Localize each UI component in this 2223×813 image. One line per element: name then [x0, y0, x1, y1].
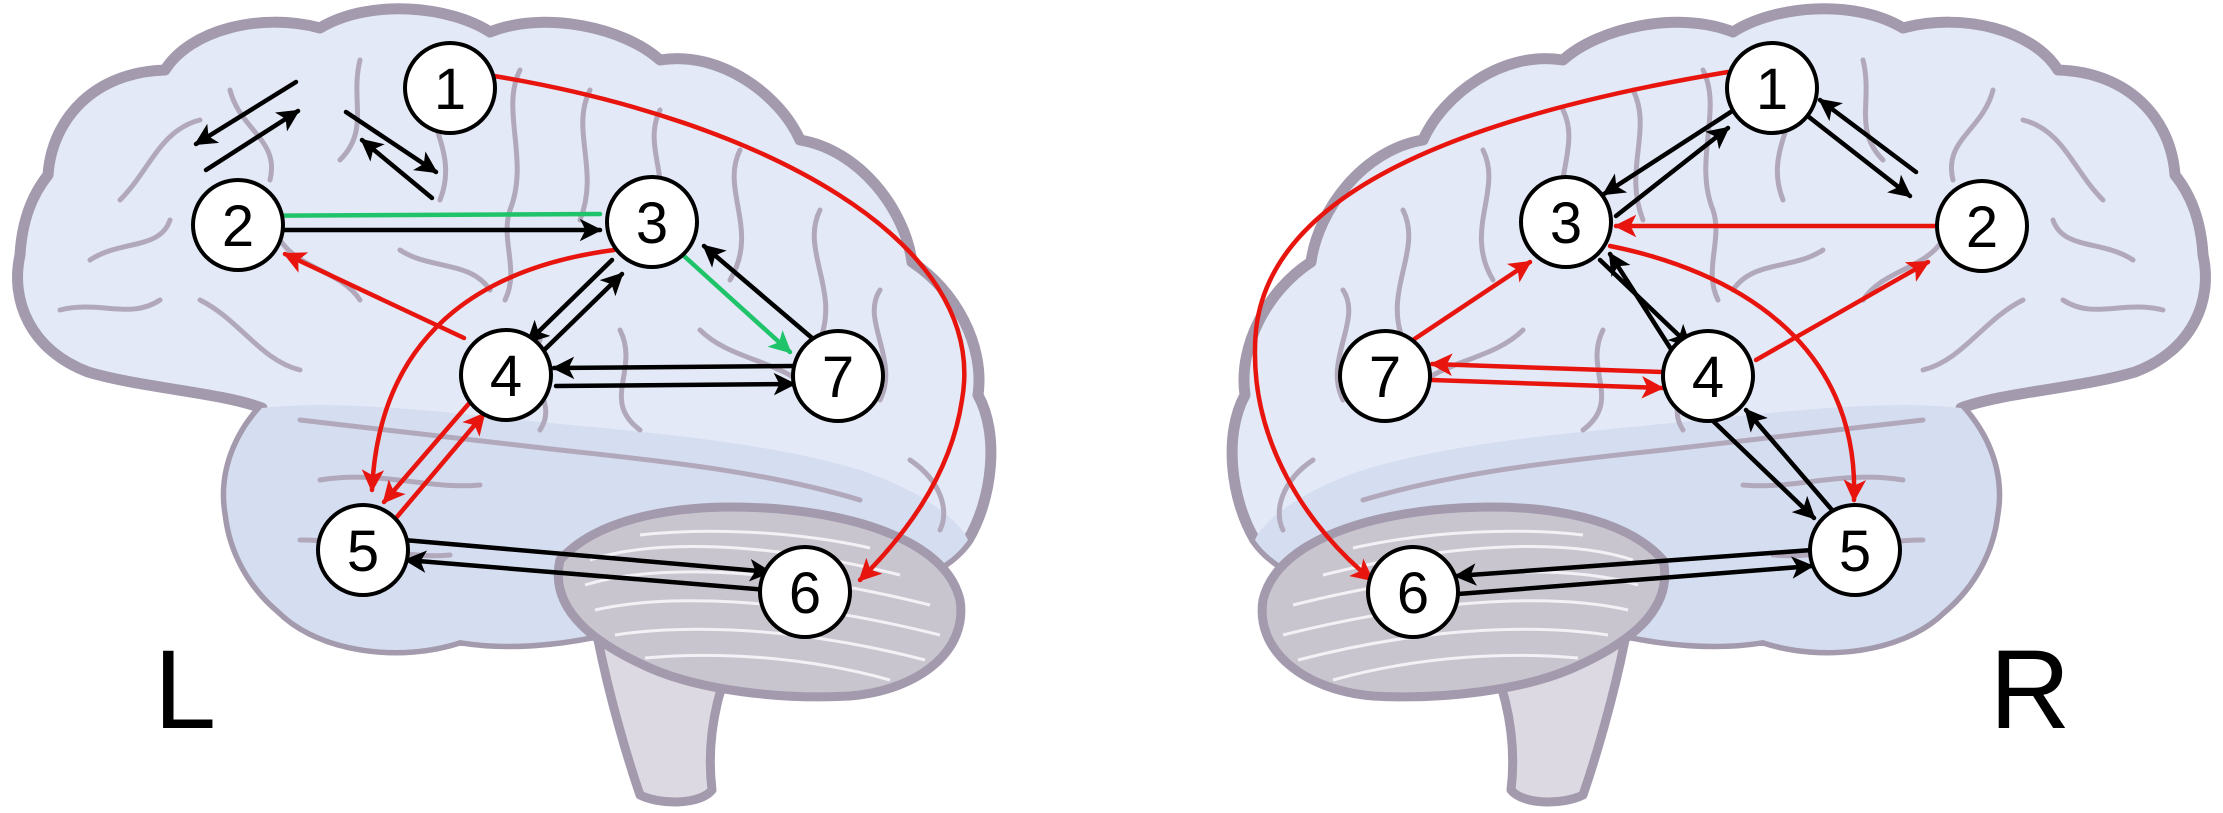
- edge-4-to-3: [533, 271, 625, 361]
- node-2: 2: [191, 178, 285, 272]
- node-label: 3: [1550, 191, 1582, 256]
- edge-5-to-6: [401, 537, 773, 582]
- node-label: 3: [636, 191, 668, 256]
- edge-1-to-3: [1601, 103, 1743, 197]
- brain-left-hemisphere-icon: [12, 3, 997, 807]
- edge-5-to-4: [1743, 407, 1835, 513]
- edge-7-to-4: [1429, 376, 1665, 399]
- node-3: 3: [1519, 175, 1613, 269]
- nodes-right: 1 2 3 4 5 6 7: [1338, 41, 2029, 639]
- edge-4-to-5: [381, 397, 475, 505]
- edge-4-to-2: [282, 251, 467, 341]
- panel-right: 1 2 3 4 5 6 7: [1226, 3, 2211, 807]
- node-label: 4: [1692, 345, 1724, 410]
- edge-4-to-3: [1607, 251, 1681, 363]
- node-label: 1: [1756, 57, 1788, 122]
- node-6: 6: [758, 545, 852, 639]
- edge-5-to-6: [1453, 547, 1815, 586]
- node-1: 1: [1725, 41, 1819, 135]
- node-label: 2: [1966, 195, 1998, 260]
- node-label: 7: [1369, 345, 1401, 410]
- edge-6-to-5: [1455, 556, 1815, 597]
- edge-1-to-3: [343, 109, 439, 175]
- node-label: 5: [1839, 519, 1871, 584]
- side-label-right: R: [1990, 627, 2071, 752]
- edge-4-to-2: [1753, 259, 1931, 363]
- edge-2-to-1: [1817, 97, 1919, 175]
- node-7: 7: [791, 329, 885, 423]
- edge-3-to-5: [361, 247, 617, 493]
- edge-4-to-5: [1709, 417, 1817, 521]
- edge-5-to-4: [393, 411, 487, 521]
- nodes-left: 1 2 3 4 5 6 7: [191, 41, 885, 639]
- node-label: 6: [789, 561, 821, 626]
- node-label: 2: [222, 194, 254, 259]
- node-4: 4: [1661, 329, 1755, 423]
- edge-1-to-2: [1797, 107, 1913, 199]
- cerebellum-folia: [1282, 529, 1639, 682]
- panel-left: 1 2 3 4 5 6 7: [12, 3, 997, 807]
- edge-1-to-2: [193, 79, 299, 147]
- edge-7-to-3: [1407, 259, 1533, 345]
- edge-6-to-5: [403, 550, 771, 593]
- edge-4-to-7: [1429, 353, 1665, 376]
- node-4: 4: [459, 328, 553, 422]
- edge-3-to-1: [359, 137, 435, 201]
- node-label: 1: [434, 57, 466, 122]
- edge-4-to-7: [553, 372, 797, 396]
- edge-3-to-7: [681, 253, 793, 355]
- node-3: 3: [605, 175, 699, 269]
- node-1: 1: [403, 41, 497, 135]
- edge-7-to-3: [701, 243, 815, 341]
- node-2: 2: [1935, 179, 2029, 273]
- node-label: 7: [822, 345, 854, 410]
- edge-3-to-1: [1613, 125, 1731, 219]
- edge-1-to-6: [1252, 69, 1731, 583]
- edge-3-to-5: [1607, 243, 1866, 503]
- node-label: 5: [347, 519, 379, 584]
- edge-2-to-1: [203, 108, 301, 173]
- edges-left: [193, 73, 967, 593]
- node-7: 7: [1338, 329, 1432, 423]
- node-5: 5: [316, 503, 410, 597]
- node-5: 5: [1808, 503, 1902, 597]
- node-label: 6: [1397, 561, 1429, 626]
- edge-1-to-6: [491, 73, 967, 583]
- edge-7-to-4: [551, 356, 799, 380]
- edges-right: [1252, 69, 1943, 597]
- node-6: 6: [1366, 545, 1460, 639]
- cerebellum: [1257, 502, 1670, 702]
- side-label-left: L: [154, 627, 216, 752]
- cerebellum-folia: [584, 529, 941, 682]
- node-label: 4: [490, 344, 522, 409]
- edge-3-to-4: [525, 257, 615, 345]
